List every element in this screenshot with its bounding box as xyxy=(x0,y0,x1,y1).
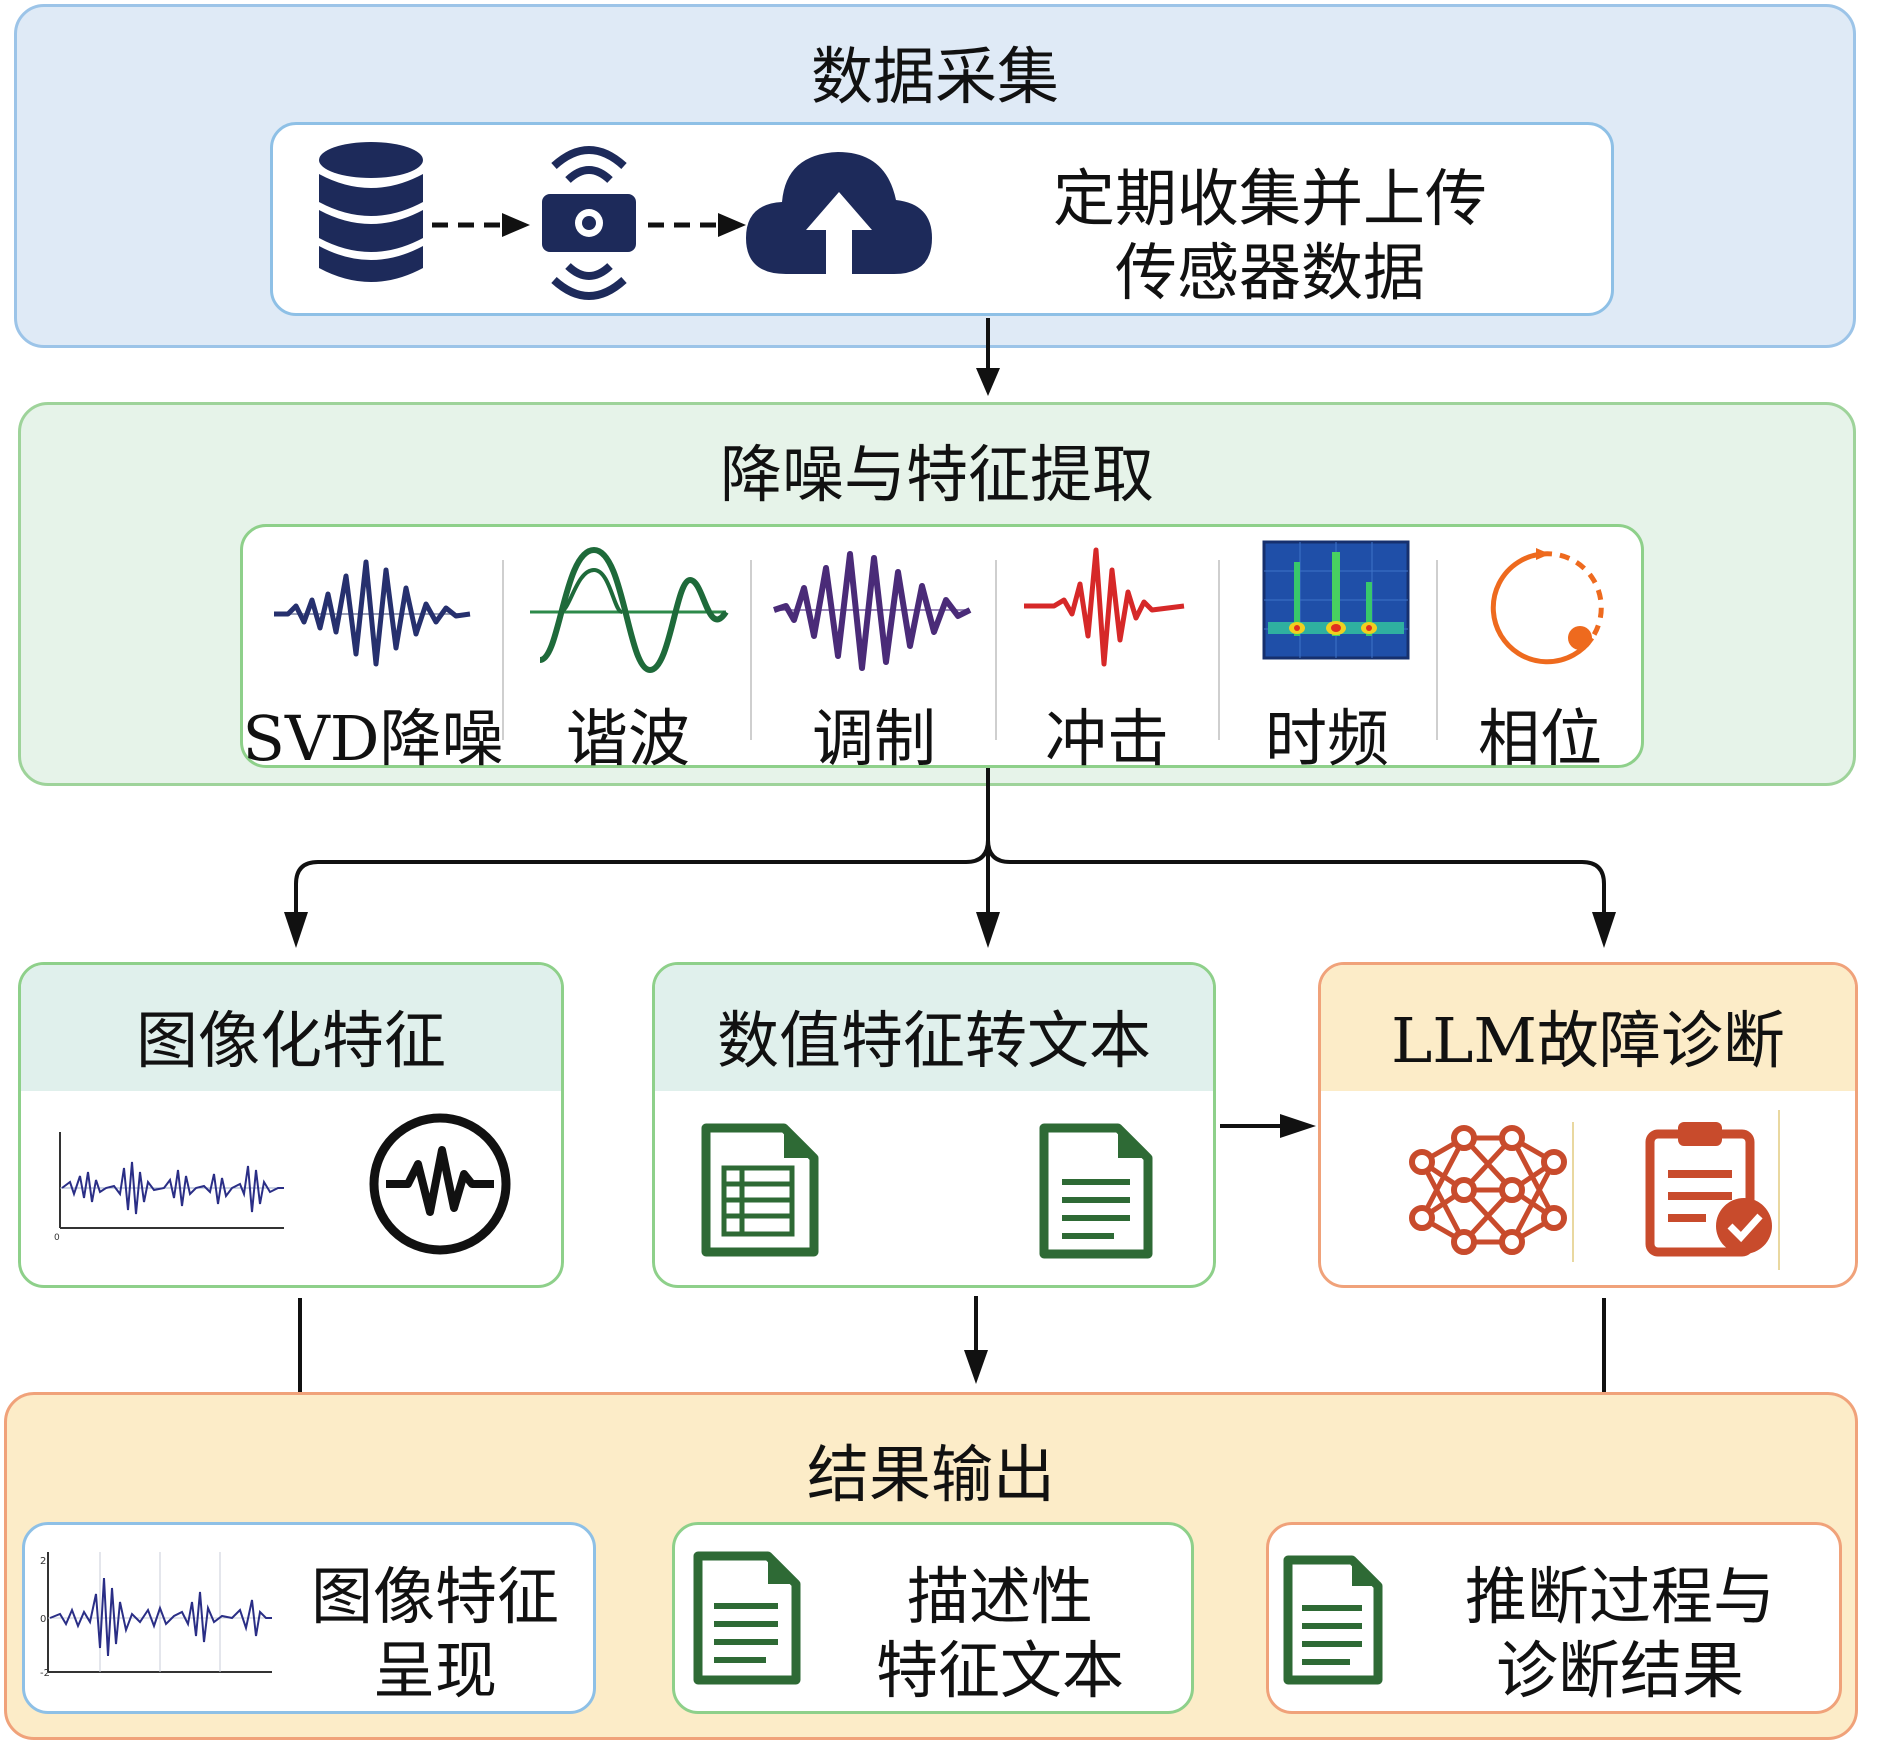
text-features-header xyxy=(655,965,1213,1091)
time-frequency-map-icon xyxy=(1262,540,1410,660)
svg-text:0: 0 xyxy=(54,1233,60,1243)
diagnosis-output-box xyxy=(1266,1522,1842,1714)
database-icon xyxy=(319,142,423,282)
svg-text:0: 0 xyxy=(40,1614,46,1625)
llm-diagnosis-box xyxy=(1318,962,1858,1288)
spreadsheet-doc-icon xyxy=(701,1123,819,1257)
diagnosis-output-line1: 推断过程与 xyxy=(1464,1560,1775,1633)
signal-plot-icon: 2 0 -2 xyxy=(40,1552,272,1679)
feature-label-impact: 冲击 xyxy=(1044,702,1169,775)
data-collection-title: 数据采集 xyxy=(810,40,1059,113)
data-collection-desc-line2: 传感器数据 xyxy=(1114,236,1425,309)
separator xyxy=(502,560,504,740)
dashed-arrow-icon xyxy=(648,213,746,237)
data-collection-desc-line1: 定期收集并上传 xyxy=(1052,162,1487,235)
dashed-arrow-icon xyxy=(432,213,530,237)
text-doc-icon xyxy=(1039,1123,1153,1259)
separator xyxy=(1572,1122,1574,1262)
text-features-box xyxy=(652,962,1216,1288)
text-doc-icon xyxy=(693,1551,801,1685)
svg-text:2: 2 xyxy=(40,1556,46,1567)
results-title: 结果输出 xyxy=(806,1438,1055,1511)
phase-circle-icon xyxy=(1490,548,1604,665)
neural-network-icon xyxy=(1409,1125,1567,1255)
impact-wave-icon xyxy=(1024,547,1185,667)
separator xyxy=(995,560,997,740)
image-output-line2: 呈现 xyxy=(372,1634,497,1707)
feature-label-harmonic: 谐波 xyxy=(565,702,690,775)
feature-extraction-title: 降噪与特征提取 xyxy=(719,438,1154,511)
svd-wave-icon xyxy=(274,559,471,667)
feature-label-phase: 相位 xyxy=(1477,702,1602,775)
separator xyxy=(1218,560,1220,740)
llm-diagnosis-title: LLM故障诊断 xyxy=(1391,1004,1785,1077)
separator xyxy=(1436,560,1438,740)
harmonic-wave-icon xyxy=(530,546,729,674)
svg-text:-2: -2 xyxy=(40,1668,50,1679)
image-features-title: 图像化特征 xyxy=(135,1004,446,1077)
llm-diagnosis-header xyxy=(1321,965,1855,1091)
sensor-icon xyxy=(542,146,636,300)
image-output-line1: 图像特征 xyxy=(310,1560,559,1633)
signal-plot-icon: 0 xyxy=(54,1132,284,1243)
text-doc-icon xyxy=(1283,1555,1383,1685)
pulse-circle-icon xyxy=(369,1113,511,1255)
modulation-wave-icon xyxy=(773,551,972,671)
image-features-box xyxy=(18,962,564,1288)
text-output-line2: 特征文本 xyxy=(875,1634,1124,1707)
feature-label-time-frequency: 时频 xyxy=(1264,702,1389,775)
feature-extraction-inner xyxy=(240,524,1644,768)
text-features-title: 数值特征转文本 xyxy=(716,1004,1151,1077)
image-features-header xyxy=(21,965,561,1091)
diagnosis-output-line2: 诊断结果 xyxy=(1495,1634,1744,1707)
feature-label-svd: SVD降噪 xyxy=(242,702,504,775)
text-output-line1: 描述性 xyxy=(906,1560,1093,1633)
cloud-upload-icon xyxy=(746,152,932,274)
separator xyxy=(750,560,752,740)
clipboard-check-icon xyxy=(1645,1122,1772,1257)
feature-label-modulation: 调制 xyxy=(811,702,936,775)
separator xyxy=(1778,1110,1780,1270)
data-collection-inner xyxy=(270,122,1614,316)
